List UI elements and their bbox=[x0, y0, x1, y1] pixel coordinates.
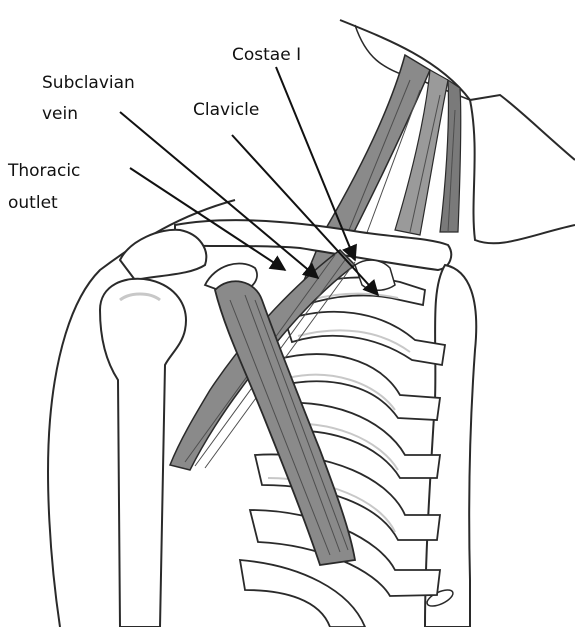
neck-contour bbox=[470, 100, 575, 243]
rib-7 bbox=[240, 560, 365, 627]
label-subclavian-line2: vein bbox=[42, 103, 78, 125]
label-subclavian-line1: Subclavian bbox=[42, 72, 135, 94]
acromion bbox=[120, 230, 206, 280]
label-thoracic-line2: outlet bbox=[8, 192, 58, 214]
label-thoracic-line1: Thoracic bbox=[8, 160, 80, 182]
label-clavicle: Clavicle bbox=[193, 99, 259, 121]
humerus bbox=[100, 279, 186, 627]
label-costae: Costae I bbox=[232, 44, 301, 66]
